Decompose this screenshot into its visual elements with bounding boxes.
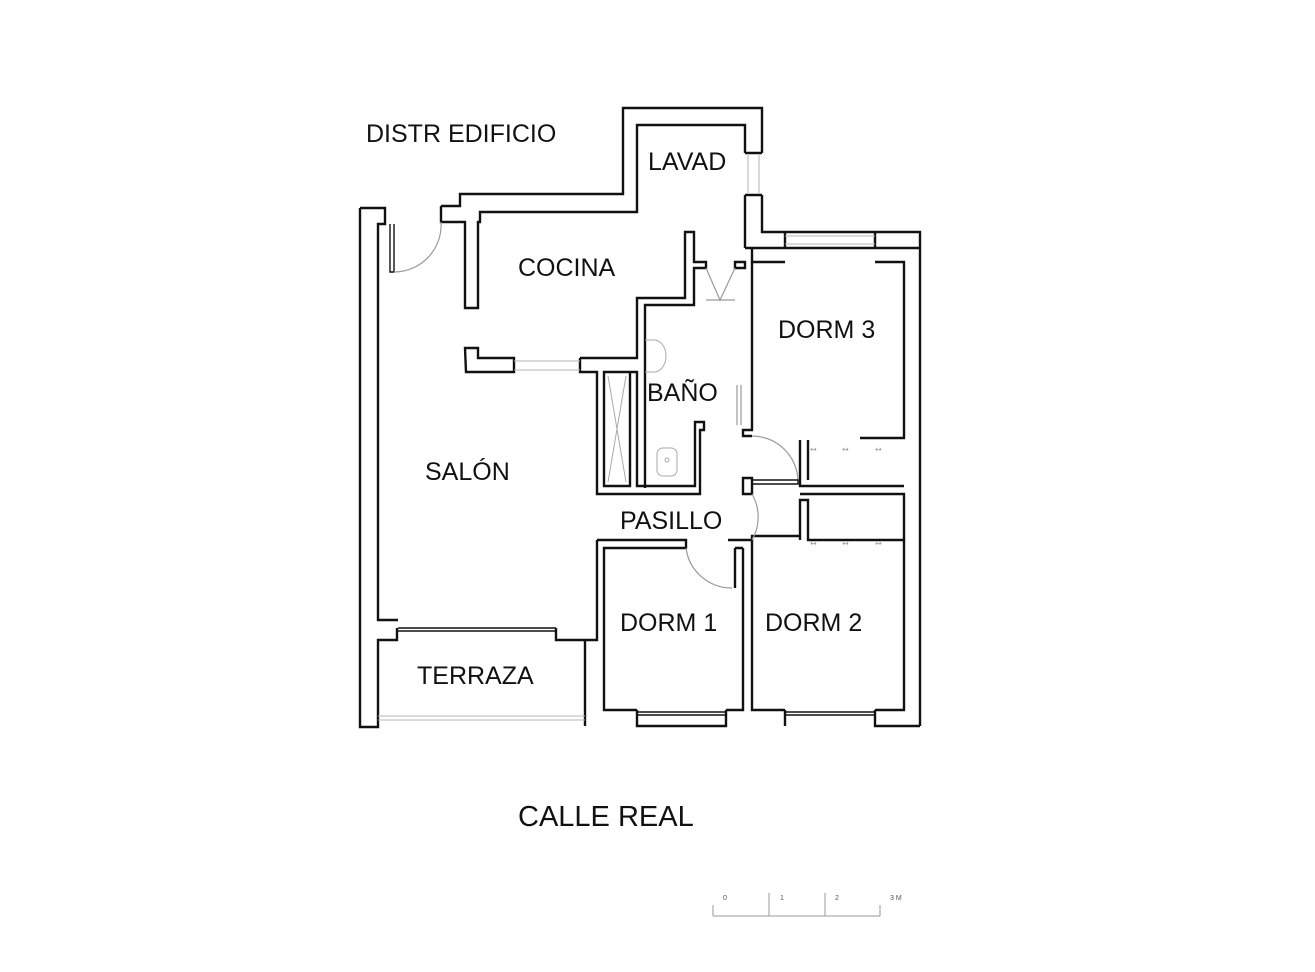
hall-door-stub [741, 476, 754, 496]
dorm3-closet-slide-icon: ↔ [875, 445, 882, 454]
room-label-salon: SALÓN [425, 457, 510, 486]
street-label: CALLE REAL [518, 801, 694, 833]
walls [358, 106, 922, 729]
bath-closet-walls [578, 358, 706, 496]
dorm3-walls [750, 248, 906, 488]
kitchen-bath-wall [580, 230, 708, 488]
terrace-railing [378, 715, 585, 721]
dorm2-closet-slide-icon: ↔ [842, 539, 849, 548]
toilet-icon [656, 447, 678, 477]
dorm1-window [637, 711, 726, 716]
entry-door-leaf [389, 224, 395, 273]
entry-door-swing [393, 221, 442, 273]
dorm3-door-leaf [752, 479, 799, 485]
doors [389, 221, 799, 589]
bath-door-jamb [733, 260, 747, 270]
scale-tick-0: 0 [723, 895, 727, 902]
south-walls [583, 540, 920, 728]
scale-tick-3m: 3 M [890, 895, 902, 902]
dorm1-door-swing [685, 547, 733, 589]
dorm3-closet-slide-icon: ↔ [810, 445, 817, 454]
room-label-bano: BAÑO [647, 378, 718, 407]
dorm3-window [785, 235, 875, 245]
bath-door-triangle [705, 267, 736, 302]
dorm2-north-wall [750, 534, 800, 540]
salon-west-wall-inner [360, 206, 398, 622]
dorm2-door-swing [751, 493, 759, 541]
dorm2-closet-slide-icon: ↔ [810, 539, 817, 548]
kitchen-north-inner-wall [439, 123, 747, 310]
room-label-dorm1: DORM 1 [620, 609, 717, 637]
dorm2-closet-walls [798, 492, 906, 542]
dorm3-closet-slide-icon: ↔ [842, 445, 849, 454]
lavad-window-jambs [745, 151, 762, 197]
scale-bar-lines [712, 893, 881, 917]
dorm3-west-wall [741, 246, 920, 438]
terrace-sliding-door [398, 627, 556, 632]
dorm1-dorm2-wall [726, 538, 785, 712]
dorm2-closet-slide-icon: ↔ [875, 539, 882, 548]
dorm3-door-swing [751, 435, 799, 481]
room-label-terraza: TERRAZA [417, 662, 534, 690]
scale-bar: 0 1 2 3 M [712, 893, 902, 917]
scale-tick-1: 1 [780, 895, 784, 902]
room-label-lavad: LAVAD [648, 148, 726, 176]
room-label-pasillo: PASILLO [620, 507, 722, 535]
north-outer-wall [441, 106, 764, 208]
kitchen-pass-window [514, 360, 580, 371]
east-outer-wall [743, 195, 922, 726]
windows [378, 155, 875, 721]
dorm2-window [785, 711, 875, 716]
storage-cross-icon [607, 375, 627, 483]
kitchen-salon-partition-left [463, 346, 516, 374]
room-label-cocina: COCINA [518, 254, 616, 282]
bath-sliding-door [736, 385, 742, 425]
scale-tick-2: 2 [835, 895, 839, 902]
lavad-window [747, 155, 760, 193]
building-label: DISTR EDIFICIO [366, 120, 556, 148]
washbasin-icon [645, 339, 667, 373]
dorm1-north-west-wall [597, 538, 688, 712]
salon-dorm1-wall [554, 540, 599, 642]
fixtures: ↔ ↔ ↔ ↔ ↔ ↔ [607, 339, 882, 548]
dorm3-window-jambs [783, 232, 877, 248]
salon-west-wall-outer [358, 208, 399, 729]
room-label-dorm3: DORM 3 [778, 316, 875, 344]
room-labels: DISTR EDIFICIO LAVAD COCINA DORM 3 BAÑO … [366, 120, 875, 833]
room-label-dorm2: DORM 2 [765, 609, 862, 637]
toilet-drain-icon [664, 457, 670, 463]
